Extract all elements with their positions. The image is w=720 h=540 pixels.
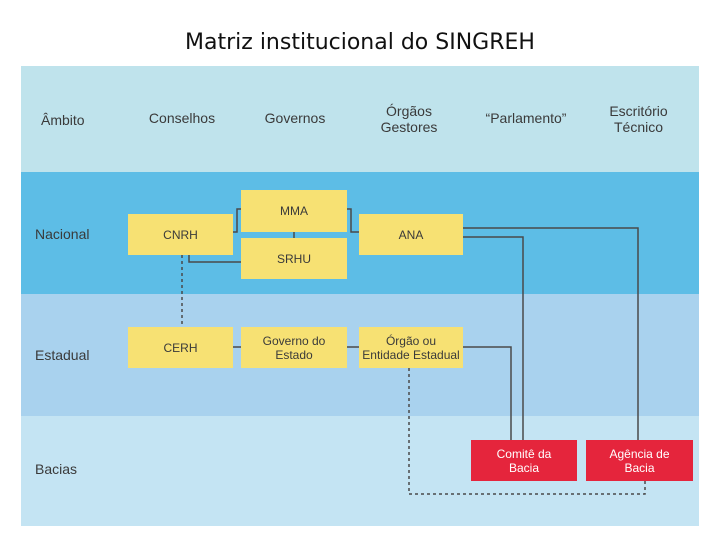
box-orgao-line1: Órgão ou: [385, 333, 437, 348]
header-orgaos-gestores: Órgãos Gestores: [369, 103, 449, 135]
header-ambito: Âmbito: [41, 112, 85, 128]
connector-ana-comite: [463, 236, 524, 440]
box-srhu-label: SRHU: [276, 251, 311, 266]
row-label-estadual: Estadual: [35, 347, 90, 363]
box-mma-label: MMA: [280, 204, 308, 218]
connector-lines: [181, 208, 646, 495]
box-cnrh: CNRH: [128, 214, 233, 255]
header-escritorio-tecnico: Escritório Técnico: [596, 103, 681, 135]
header-governos: Governos: [264, 110, 326, 126]
box-orgao-entidade-estadual: Órgão ou Entidade Estadual: [359, 327, 463, 368]
connector-ana-agencia: [463, 227, 639, 440]
row-label-bacias: Bacias: [35, 461, 78, 477]
box-cerh-label: CERH: [163, 340, 198, 355]
box-ana: ANA: [359, 214, 463, 255]
box-comite-line2: Bacia: [508, 460, 540, 475]
box-ana-label: ANA: [398, 227, 424, 242]
box-agencia-line2: Bacia: [624, 460, 655, 475]
connector-mma-ana: [346, 208, 359, 233]
box-cerh: CERH: [128, 327, 233, 368]
header-escritorio-line2: Técnico: [613, 119, 664, 135]
box-governo-line1: Governo do: [262, 333, 326, 348]
box-orgao-line2: Entidade Estadual: [362, 347, 460, 362]
header-orgaos-line2: Gestores: [380, 119, 438, 135]
dashed-connector-orgao-agencia: [408, 368, 646, 495]
page-title: Matriz institucional do SINGREH: [185, 30, 535, 55]
header-conselhos: Conselhos: [148, 110, 216, 126]
box-governo-line2: Estado: [275, 347, 313, 362]
header-escritorio-line1: Escritório: [609, 103, 668, 119]
box-cnrh-label: CNRH: [163, 227, 198, 242]
institutional-matrix-diagram: Âmbito Conselhos Governos Órgãos Gestore…: [21, 66, 699, 526]
connector-cnrh-srhu: [188, 255, 241, 263]
box-comite-da-bacia: Comitê da Bacia: [471, 440, 577, 481]
connector-cnrh-mma: [233, 208, 241, 233]
box-srhu: SRHU: [241, 238, 347, 279]
header-band: [21, 66, 699, 172]
connector-orgao-comite: [463, 346, 512, 440]
row-label-nacional: Nacional: [35, 226, 90, 242]
box-comite-line1: Comitê da: [496, 446, 552, 461]
box-agencia-de-bacia: Agência de Bacia: [586, 440, 693, 481]
box-agencia-line1: Agência de: [609, 446, 670, 461]
box-governo-do-estado: Governo do Estado: [241, 327, 347, 368]
header-parlamento: “Parlamento”: [485, 110, 567, 126]
header-orgaos-line1: Órgãos: [386, 103, 432, 119]
box-mma: MMA: [241, 190, 347, 232]
